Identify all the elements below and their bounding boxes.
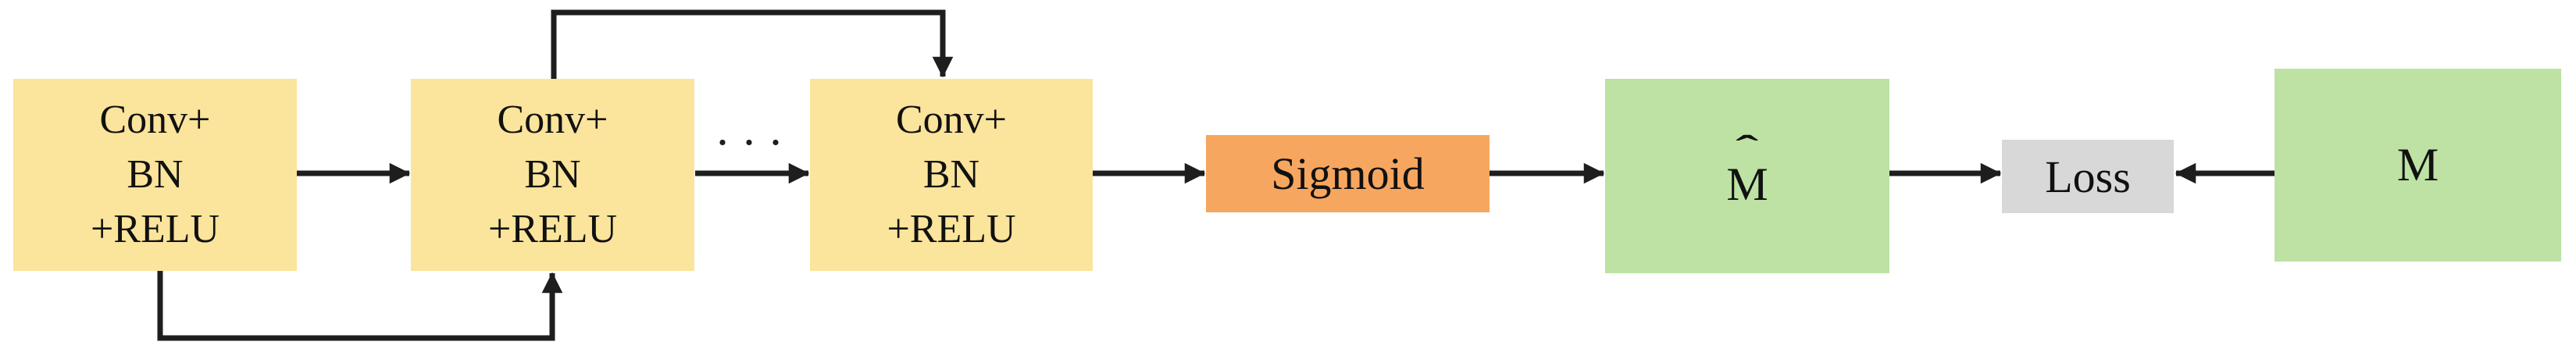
loss-block: Loss: [2002, 140, 2174, 213]
conv-bn-relu-block-3: Conv+ BN +RELU: [810, 79, 1093, 271]
block-label-line: BN: [524, 152, 581, 197]
block-label-line: +RELU: [887, 207, 1016, 251]
m-label: M: [2396, 139, 2439, 190]
skip-bottom-conv1-to-conv2: [157, 271, 563, 341]
conv-bn-relu-block-2: Conv+ BN +RELU: [411, 79, 694, 271]
conv-bn-relu-block-1: Conv+ BN +RELU: [13, 79, 297, 271]
skip-top-conv2-to-conv3: [551, 9, 954, 79]
sigmoid-label: Sigmoid: [1271, 148, 1425, 199]
block-label-line: +RELU: [487, 207, 618, 251]
sigmoid-block: Sigmoid: [1206, 135, 1490, 212]
ellipsis-dots: ∙ ∙ ∙: [718, 123, 785, 162]
ground-truth-mask-block: M: [2275, 69, 2561, 262]
m-hat-label: ˆ M: [1726, 127, 1768, 212]
hat-accent: ˆ: [1736, 127, 1759, 168]
m-hat-base: M: [1726, 158, 1768, 211]
block-label-line: +RELU: [90, 207, 220, 251]
block-label-line: Conv+: [99, 98, 211, 142]
predicted-mask-block: ˆ M: [1605, 79, 1889, 273]
block-label-line: BN: [922, 152, 980, 197]
loss-label: Loss: [2045, 151, 2131, 202]
block-label-line: Conv+: [497, 98, 608, 142]
block-label-line: Conv+: [895, 98, 1007, 142]
block-label-line: BN: [127, 152, 184, 197]
